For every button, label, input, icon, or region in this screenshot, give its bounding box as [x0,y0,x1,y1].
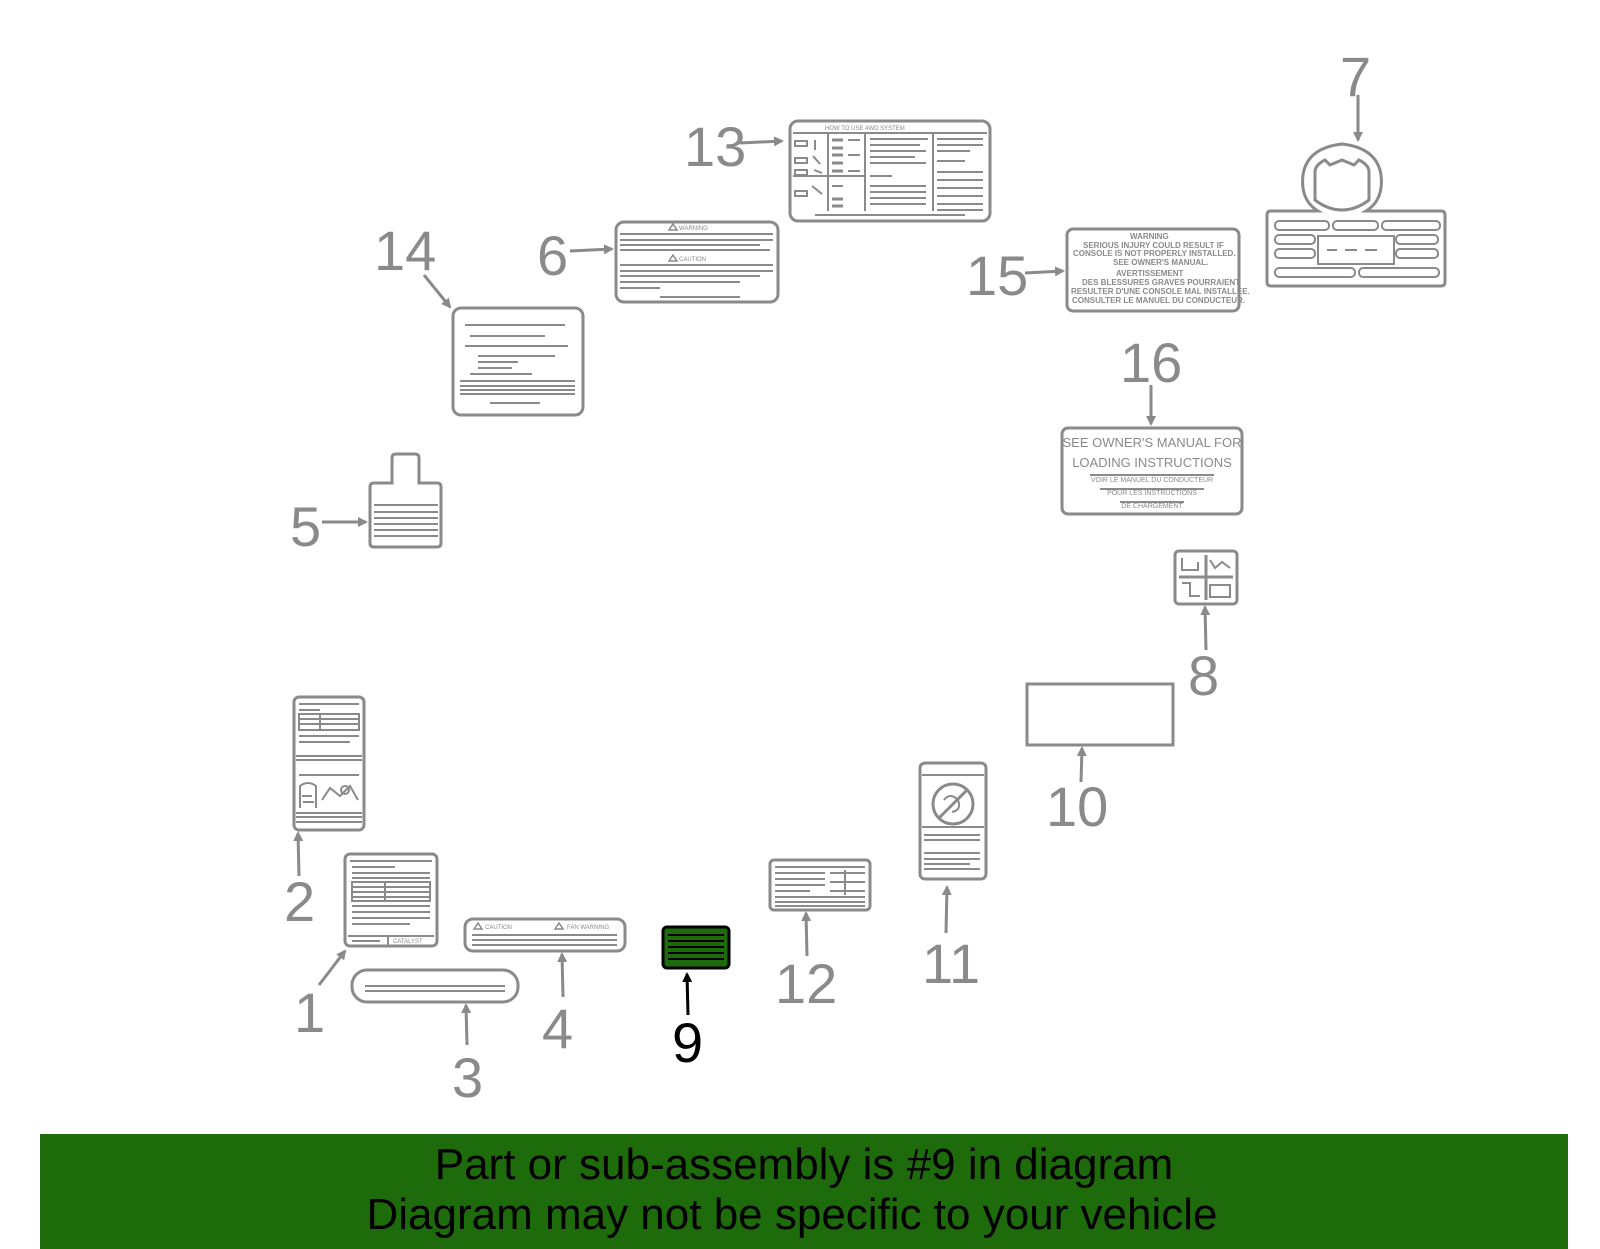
callout-3-arrow [461,1003,472,1046]
part-6-label[interactable]: WARNING CAUTION [614,220,780,304]
part-7-label[interactable] [1265,142,1447,288]
part-13-header: HOW TO USE 4WD SYSTEM [825,126,905,132]
callout-9-arrow [682,972,693,1016]
part-3-label[interactable] [350,968,520,1004]
part-1-label[interactable]: CATALYST [343,852,439,948]
callout-14: 14 [374,219,436,282]
callout-1-arrow [317,949,347,986]
part-2-label[interactable] [292,695,366,832]
part-15-fr-title: AVERTISSEMENT [1116,269,1184,278]
callout-15: 15 [966,244,1028,307]
callout-6: 6 [537,224,568,287]
part-15-en-3: SEE OWNER'S MANUAL. [1113,258,1208,267]
callout-3: 3 [452,1046,483,1109]
part-11-label[interactable] [918,761,988,881]
callout-15-arrow [1024,266,1065,277]
callout-16: 16 [1120,331,1182,394]
footer-line-2: Diagram may not be specific to your vehi… [366,1190,1218,1239]
callout-14-arrow [422,274,452,309]
callout-13-arrow [739,136,784,147]
callout-1: 1 [294,981,325,1044]
part-13-label[interactable]: HOW TO USE 4WD SYSTEM [788,119,992,223]
part-4-caution: CAUTION [485,925,512,931]
callout-5: 5 [290,495,321,558]
callout-4: 4 [542,997,573,1060]
part-4-label[interactable]: CAUTION FAN WARNING [463,917,627,953]
callout-8-arrow [1200,605,1211,651]
callout-10: 10 [1046,775,1108,838]
callout-12-arrow [801,911,812,957]
part-16-line4: POUR LES INSTRUCTIONS [1107,490,1197,497]
part-16-line1: SEE OWNER'S MANUAL FOR [1063,435,1242,450]
part-1-footer: CATALYST [393,939,423,945]
part-16-line3: VOIR LE MANUEL DU CONDUCTEUR [1091,477,1213,484]
part-14-label[interactable] [451,306,585,417]
part-15-label[interactable]: WARNING SERIOUS INJURY COULD RESULT IF C… [1065,227,1250,313]
callout-6-arrow [569,244,614,255]
callout-4-arrow [557,952,568,998]
part-15-en-2: CONSOLE IS NOT PROPERLY INSTALLED. [1073,249,1236,258]
part-16-line5: DE CHARGEMENT [1121,503,1183,510]
footer-banner: Part or sub-assembly is #9 in diagram Di… [40,1134,1568,1249]
callout-11-arrow [941,885,952,934]
part-15-fr-2: RESULTER D'UNE CONSOLE MAL INSTALLEE. [1071,287,1250,296]
callout-11: 11 [922,932,980,995]
part-6-warning: WARNING [679,226,708,232]
part-15-warning: WARNING [1130,232,1169,241]
footer-line-1: Part or sub-assembly is #9 in diagram [434,1140,1174,1189]
callout-9: 9 [672,1011,703,1074]
callout-12: 12 [775,952,837,1015]
part-16-line2: LOADING INSTRUCTIONS [1072,455,1232,470]
callout-2: 2 [284,870,315,933]
part-15-fr-3: CONSULTER LE MANUEL DU CONDUCTEUR. [1072,296,1245,305]
callout-2-arrow [293,831,304,877]
callout-8: 8 [1188,644,1219,707]
part-15-fr-1: DES BLESSURES GRAVES POURRAIENT [1082,278,1240,287]
callout-13: 13 [684,115,746,178]
part-4-right: FAN WARNING [567,925,609,931]
callout-7: 7 [1340,45,1371,108]
part-15-en-1: SERIOUS INJURY COULD RESULT IF [1083,241,1224,250]
part-9-label[interactable] [661,925,731,970]
callout-10-arrow [1076,746,1087,783]
part-8-label[interactable] [1173,549,1239,606]
part-16-label[interactable]: SEE OWNER'S MANUAL FOR LOADING INSTRUCTI… [1060,426,1244,516]
part-10-label[interactable] [1025,682,1175,747]
part-5-label[interactable] [368,452,443,549]
part-12-label[interactable] [768,858,872,912]
part-6-caution: CAUTION [679,257,706,263]
